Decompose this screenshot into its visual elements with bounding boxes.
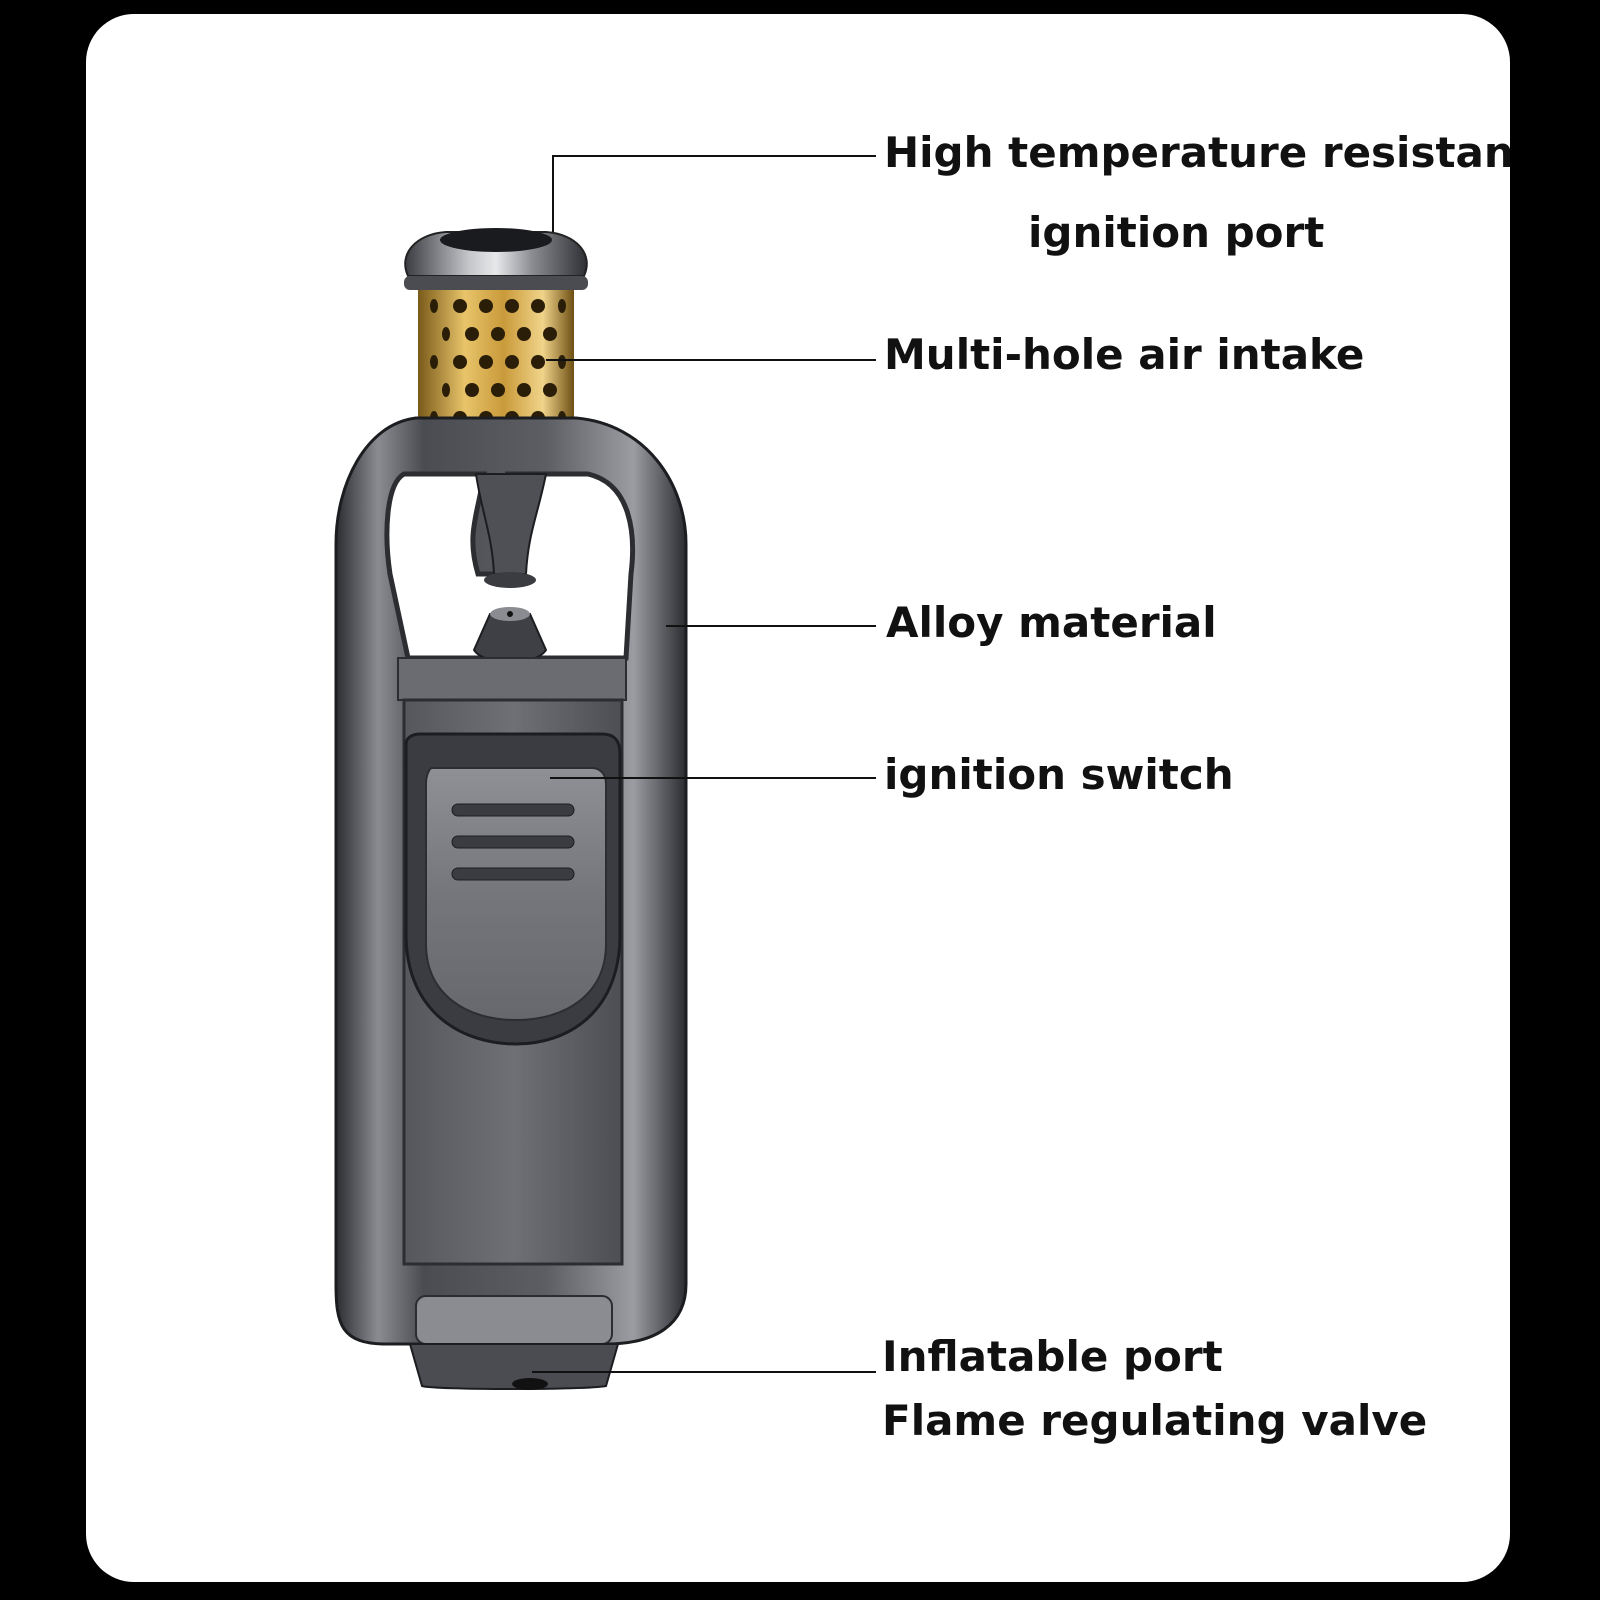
base-plate xyxy=(415,1295,613,1345)
air-intake-hole xyxy=(465,383,479,397)
body-shoulder xyxy=(397,657,627,701)
white-panel: High temperature resistant ignition port… xyxy=(86,14,1510,1582)
label-ignition-port-line2: ignition port xyxy=(1028,208,1325,257)
air-intake-hole xyxy=(505,355,519,369)
air-intake-hole xyxy=(442,383,450,397)
air-intake-hole xyxy=(517,383,531,397)
switch-grip-ridge xyxy=(451,803,575,817)
body-window xyxy=(384,471,636,661)
air-intake-hole xyxy=(479,355,493,369)
ignition-port-opening xyxy=(440,228,552,252)
air-intake-hole xyxy=(430,299,438,313)
lighter-illustration xyxy=(334,155,876,1390)
air-intake-hole xyxy=(505,299,519,313)
air-intake-hole xyxy=(479,299,493,313)
air-intake-hole xyxy=(558,355,566,369)
air-intake-hole xyxy=(517,327,531,341)
air-intake-hole xyxy=(491,383,505,397)
label-flame-valve: Flame regulating valve xyxy=(882,1396,1428,1445)
air-intake-hole xyxy=(531,355,545,369)
switch-grip-ridge xyxy=(451,835,575,849)
label-inflatable-port: Inflatable port xyxy=(882,1332,1223,1381)
air-intake-hole xyxy=(430,355,438,369)
air-intake-hole xyxy=(558,299,566,313)
air-intake-hole xyxy=(543,327,557,341)
label-air-intake: Multi-hole air intake xyxy=(884,330,1365,379)
air-intake-hole xyxy=(491,327,505,341)
air-intake-hole xyxy=(465,327,479,341)
air-intake-hole xyxy=(453,299,467,313)
label-ignition-port-line1: High temperature resistant xyxy=(884,128,1510,177)
ignition-switch-button xyxy=(425,767,607,1022)
switch-grip-ridge xyxy=(451,867,575,881)
leader-ignition-port xyxy=(552,155,876,232)
air-intake-hole xyxy=(543,383,557,397)
leader-lines xyxy=(532,155,876,1373)
burner-neck-base xyxy=(484,572,536,588)
ignition-port-band xyxy=(404,276,588,290)
label-ignition-switch: ignition switch xyxy=(884,750,1234,799)
inflatable-port-valve xyxy=(512,1378,548,1390)
air-intake-hole xyxy=(453,355,467,369)
air-intake-hole xyxy=(442,327,450,341)
burner-nozzle-hole xyxy=(507,611,513,617)
label-alloy-material: Alloy material xyxy=(886,598,1217,647)
air-intake-hole xyxy=(531,299,545,313)
